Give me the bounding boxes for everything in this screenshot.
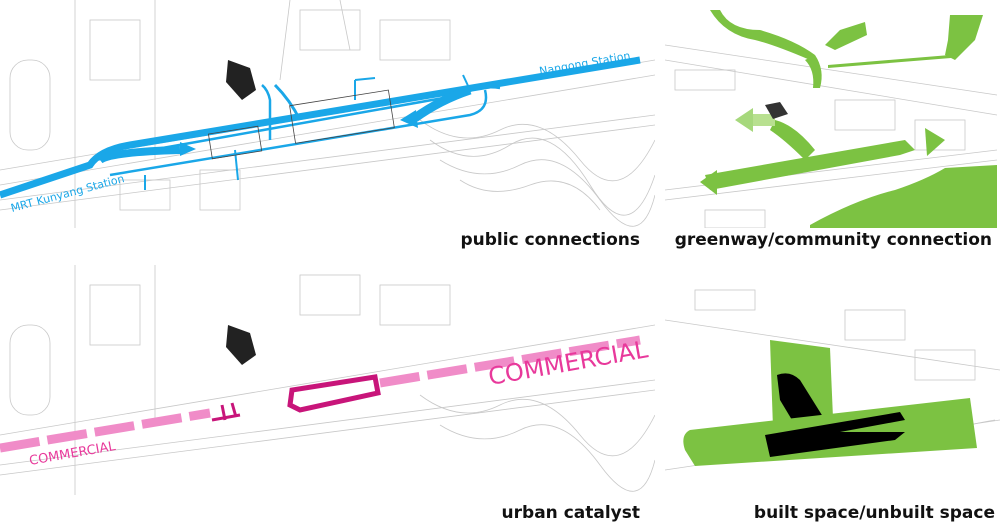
commercial-west-label: COMMERCIAL (28, 439, 117, 469)
base-map (0, 0, 655, 228)
commercial-corridor (0, 335, 641, 453)
greenway-map (665, 0, 997, 228)
caption-built-unbuilt: built space/unbuilt space (753, 503, 995, 523)
nangong-station-label: Nangong Station (538, 49, 631, 78)
base-map (0, 265, 655, 495)
connection-paths (0, 56, 641, 199)
building-icon (226, 325, 256, 365)
built-space-south (765, 412, 905, 457)
caption-public-connections: public connections (460, 230, 640, 250)
built-unbuilt-diagram (665, 289, 1000, 471)
arrow-east-icon (180, 142, 196, 156)
urban-catalyst-map: COMMERCIAL COMMERCIAL (0, 265, 655, 495)
kunyang-station-label: MRT Kunyang Station (9, 172, 125, 215)
public-connections-diagram: MRT Kunyang Station Nangong Station (0, 0, 655, 228)
caption-greenway: greenway/community connection (674, 230, 992, 250)
greenway-gradient (753, 114, 775, 126)
building-icon (765, 102, 788, 119)
built-space-north (777, 373, 825, 425)
caption-urban-catalyst: urban catalyst (501, 503, 640, 523)
built-unbuilt-map (665, 270, 1000, 495)
greenway-diagram (665, 10, 997, 228)
urban-catalyst-diagram: COMMERCIAL COMMERCIAL (0, 265, 655, 495)
commercial-east-label: COMMERCIAL (486, 335, 650, 391)
station-block (207, 125, 263, 160)
public-connections-map: MRT Kunyang Station Nangong Station (0, 0, 655, 228)
building-icon (226, 60, 256, 100)
catalyst-station (211, 402, 241, 422)
greenway-shapes (700, 10, 997, 228)
catalyst-block (287, 374, 381, 413)
arrow-west-icon (735, 108, 753, 132)
plaza-block (289, 89, 395, 144)
arrow-west-icon (400, 110, 418, 128)
